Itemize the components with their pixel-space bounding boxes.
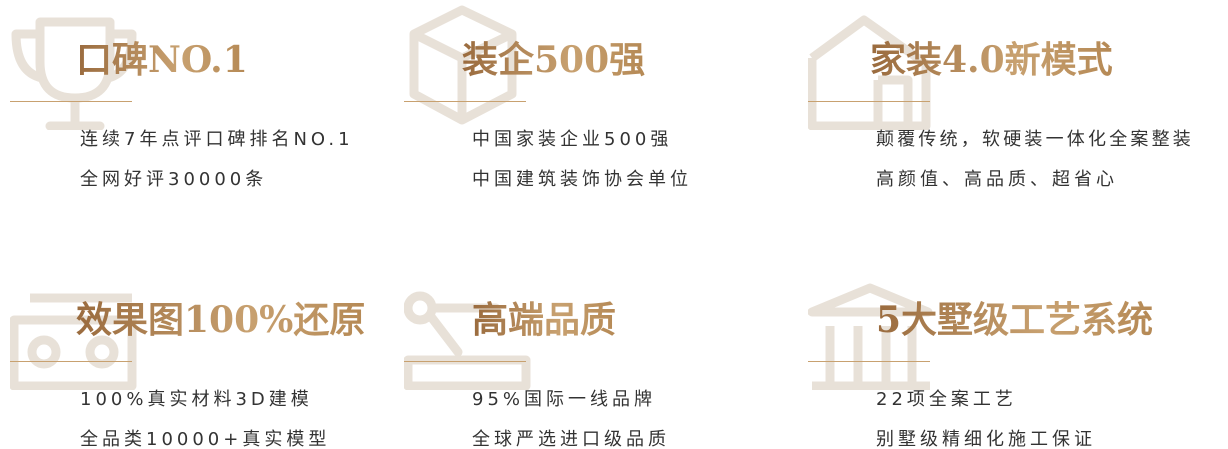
feature-line: 22项全案工艺 (876, 389, 1017, 410)
feature-line: 全网好评30000条 (80, 169, 268, 190)
feature-title: 口碑NO.1 (76, 34, 248, 86)
divider-rule (10, 361, 132, 362)
feature-title: 家装4.0新模式 (870, 34, 1113, 86)
feature-line: 中国建筑装饰协会单位 (472, 169, 692, 190)
feature-line: 别墅级精细化施工保证 (876, 429, 1096, 449)
feature-line: 100%真实材料3D建模 (80, 389, 313, 410)
feature-line: 全品类10000+真实模型 (80, 429, 331, 449)
feature-card-render-restore: 效果图100%还原 100%真实材料3D建模 全品类10000+真实模型 (10, 260, 410, 449)
divider-rule (808, 101, 930, 102)
divider-rule (404, 101, 526, 102)
feature-line: 颠覆传统，软硬装一体化全案整装 (876, 129, 1194, 150)
feature-card-reputation: 口碑NO.1 连续7年点评口碑排名NO.1 全网好评30000条 (10, 0, 410, 200)
feature-line: 全球严选进口级品质 (472, 429, 670, 449)
divider-rule (808, 361, 930, 362)
feature-line: 中国家装企业500强 (472, 129, 673, 150)
divider-rule (10, 101, 132, 102)
feature-title: 5大墅级工艺系统 (876, 294, 1153, 346)
feature-line: 连续7年点评口碑排名NO.1 (80, 129, 354, 150)
feature-line: 高颜值、高品质、超省心 (876, 169, 1118, 190)
feature-title: 效果图100%还原 (76, 294, 365, 346)
feature-card-premium-quality: 高端品质 95%国际一线品牌 全球严选进口级品质 (404, 260, 804, 449)
feature-card-new-mode: 家装4.0新模式 颠覆传统，软硬装一体化全案整装 高颜值、高品质、超省心 (808, 0, 1228, 200)
feature-title: 高端品质 (472, 294, 616, 346)
feature-line: 95%国际一线品牌 (472, 389, 657, 410)
divider-rule (404, 361, 526, 362)
feature-title: 装企500强 (462, 34, 645, 86)
feature-card-villa-craft: 5大墅级工艺系统 22项全案工艺 别墅级精细化施工保证 (808, 260, 1208, 449)
feature-card-top-500: 装企500强 中国家装企业500强 中国建筑装饰协会单位 (404, 0, 804, 200)
